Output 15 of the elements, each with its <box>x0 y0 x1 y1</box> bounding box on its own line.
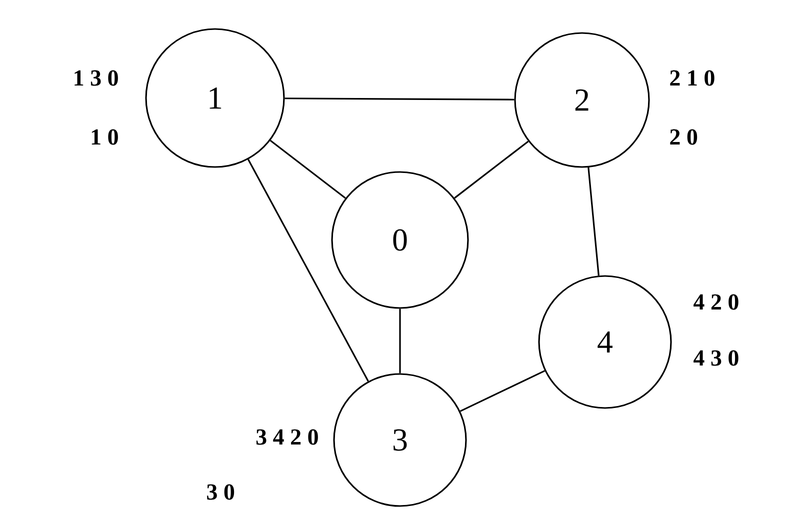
connector-line <box>399 308 401 374</box>
node-caption: 3 0 <box>207 484 234 500</box>
node-caption: 4 3 0 <box>694 350 738 366</box>
node-caption: 3 4 2 0 <box>256 429 318 445</box>
node-caption: 1 3 0 <box>74 70 118 86</box>
connector-line <box>460 370 546 412</box>
connector-line <box>454 140 529 199</box>
connector-line <box>588 167 600 276</box>
node-caption: 4 2 0 <box>694 294 738 310</box>
connector-line <box>284 98 514 100</box>
node-caption: 2 1 0 <box>670 70 714 86</box>
connector-line <box>270 140 346 199</box>
connector-line <box>248 159 369 382</box>
node-caption: 1 0 <box>92 129 118 145</box>
node-caption: 2 0 <box>670 129 698 145</box>
